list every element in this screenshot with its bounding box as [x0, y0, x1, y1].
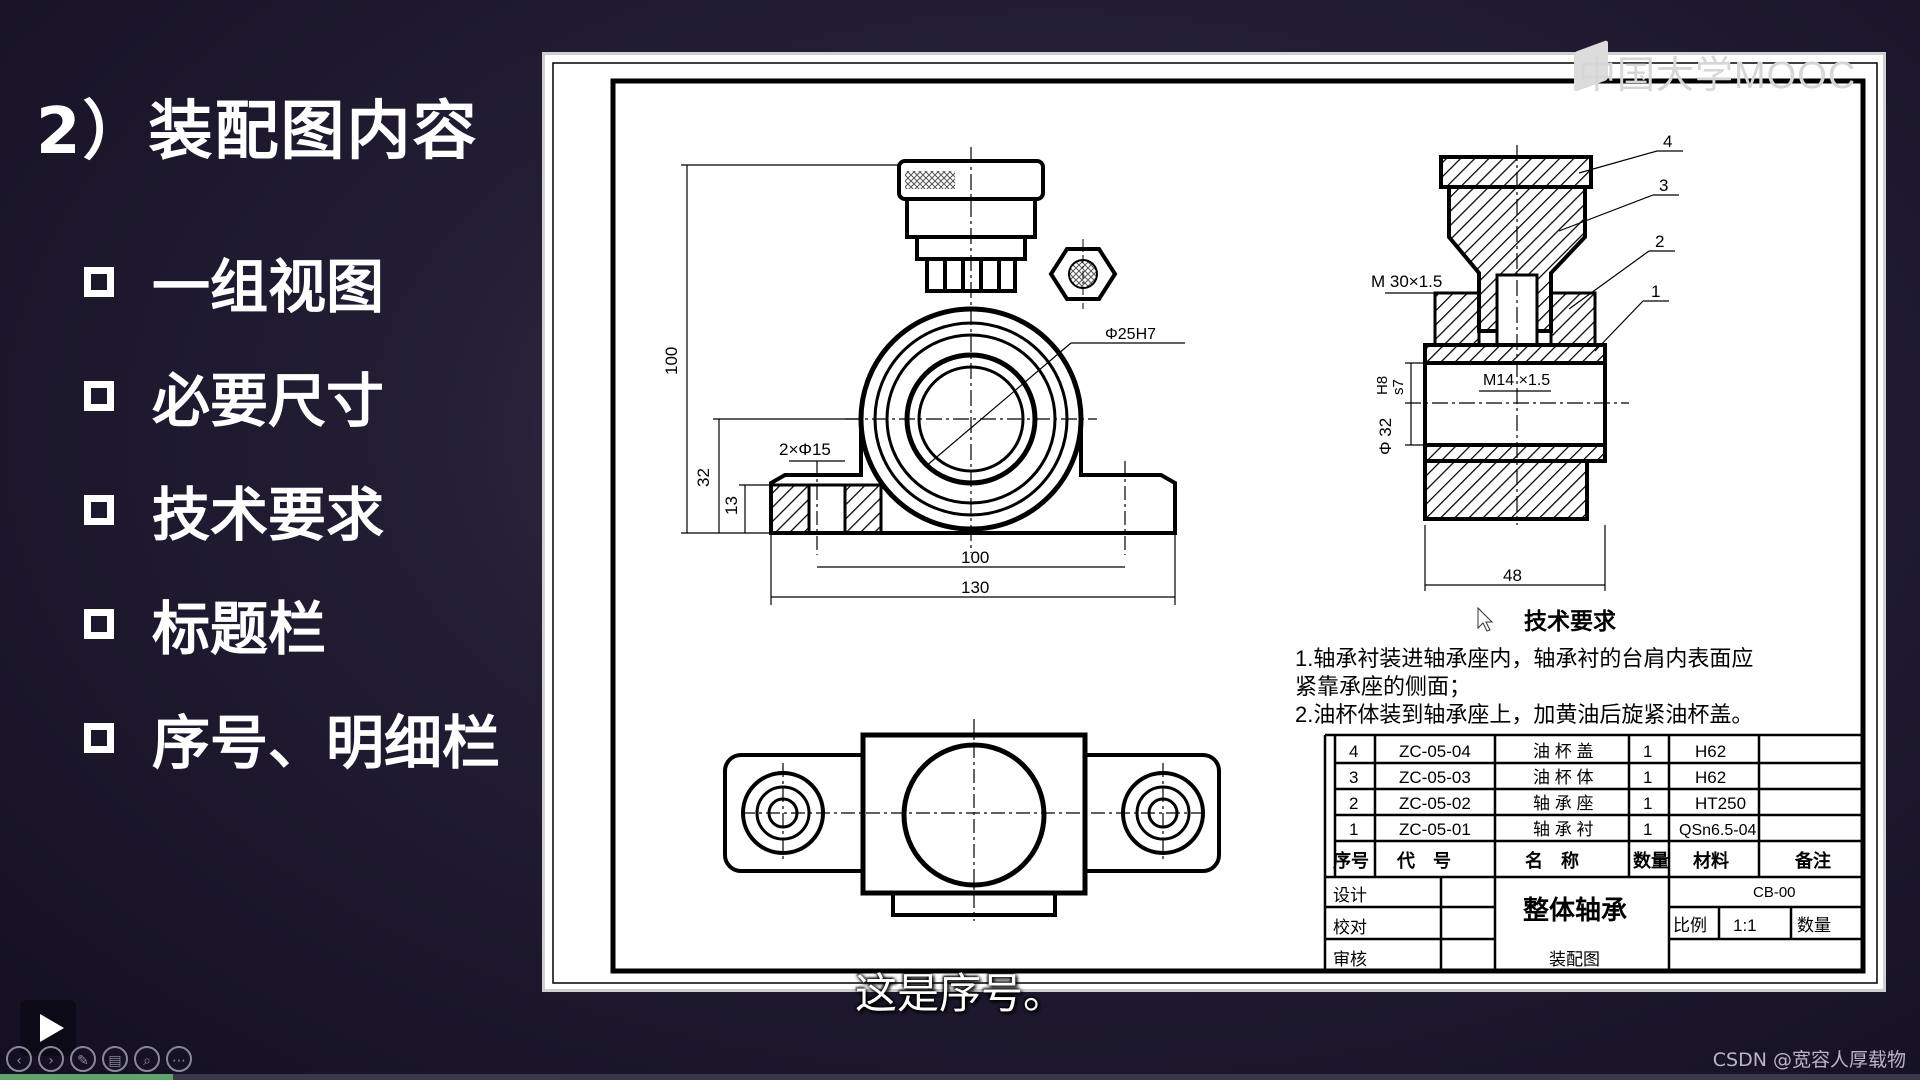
- title-block-label: 数量: [1797, 916, 1831, 935]
- tech-line: 紧靠承座的侧面；: [1295, 674, 1471, 699]
- watermark: 中国大学MOOC: [1578, 55, 1857, 97]
- title-block-label: 校对: [1333, 918, 1367, 937]
- csdn-credit: CSDN @宽容人厚载物: [1712, 1049, 1906, 1071]
- dim-label: 13: [722, 496, 741, 515]
- balloon-label: 2: [1655, 232, 1664, 251]
- side-section-view: [1385, 145, 1683, 591]
- bullet-item: 必要尺寸: [84, 354, 384, 438]
- bom-header: 名 称: [1525, 850, 1579, 871]
- play-button[interactable]: [20, 1000, 76, 1056]
- checkbox-icon: [84, 723, 114, 753]
- bullet-item: 技术要求: [84, 468, 384, 552]
- front-view: [681, 147, 1185, 605]
- bom-cell: 轴 承 座: [1533, 794, 1593, 813]
- bom-cell: ZC-05-02: [1399, 794, 1471, 813]
- bom-cell: 4: [1349, 742, 1358, 761]
- bullet-item: 标题栏: [84, 582, 326, 666]
- progress-fill: [0, 1074, 173, 1080]
- video-caption: 这是序号。: [854, 969, 1065, 1018]
- bom-cell: 油 杯 体: [1533, 768, 1593, 787]
- more-icon[interactable]: ⋯: [166, 1046, 192, 1072]
- dim-label: 130: [961, 578, 989, 597]
- bullet-label: 一组视图: [152, 253, 385, 321]
- dim-label: 100: [961, 548, 989, 567]
- balloon-label: 4: [1663, 132, 1672, 151]
- bom-cell: 2: [1349, 794, 1358, 813]
- slide-title: 2）装配图内容: [36, 95, 479, 169]
- assembly-drawing: 100 32 13 2×Φ15 Φ25H7 100 130: [542, 52, 1886, 992]
- video-progress-bar[interactable]: [0, 1074, 1920, 1080]
- bom-header: 代 号: [1396, 851, 1451, 871]
- bom-cell: 1: [1349, 820, 1358, 839]
- bom-cell: HT250: [1695, 794, 1746, 813]
- bom-rows: 4 ZC-05-04 油 杯 盖 1 H62 3 ZC-05-03 油 杯 体 …: [1333, 742, 1831, 969]
- balloon-label: 3: [1659, 176, 1668, 195]
- slideshow-toolbar: ‹ › ✎ ▤ ⌕ ⋯: [6, 1046, 192, 1072]
- bom-cell: 1: [1643, 794, 1652, 813]
- balloon-label: 1: [1651, 282, 1660, 301]
- bullet-label: 序号、明细栏: [152, 709, 501, 777]
- drawing-name: 整体轴承: [1523, 895, 1627, 925]
- bom-cell: 轴 承 衬: [1533, 820, 1593, 839]
- bom-cell: ZC-05-01: [1399, 820, 1471, 839]
- drawing-type: 装配图: [1549, 950, 1600, 969]
- dim-label: Φ25H7: [1105, 326, 1156, 343]
- zoom-icon[interactable]: ⌕: [134, 1046, 160, 1072]
- next-icon[interactable]: ›: [38, 1046, 64, 1072]
- bullet-label: 必要尺寸: [152, 367, 385, 435]
- dim-label: 32: [694, 468, 713, 487]
- top-view: [723, 719, 1221, 921]
- bom-table: [1323, 733, 1861, 971]
- bom-cell: 1: [1643, 768, 1652, 787]
- bullet-label: 标题栏: [152, 595, 327, 663]
- bom-cell: ZC-05-04: [1399, 742, 1471, 761]
- bullet-label: 技术要求: [152, 481, 385, 549]
- title-block-label: 审核: [1333, 950, 1367, 969]
- tech-requirements: 技术要求 1.轴承衬装进轴承座内，轴承衬的台肩内表面应 紧靠承座的侧面； 2.油…: [1295, 608, 1753, 727]
- tech-line: 2.油杯体装到轴承座上，加黄油后旋紧油杯盖。: [1295, 702, 1753, 727]
- pen-icon[interactable]: ✎: [70, 1046, 96, 1072]
- checkbox-icon: [84, 267, 114, 297]
- bom-header: 材料: [1693, 850, 1729, 871]
- bom-header: 数量: [1633, 850, 1669, 871]
- bullet-item: 序号、明细栏: [84, 696, 500, 780]
- bom-cell: ZC-05-03: [1399, 768, 1471, 787]
- drawing-canvas: 100 32 13 2×Φ15 Φ25H7 100 130: [552, 62, 1878, 984]
- bullet-item: 一组视图: [84, 240, 384, 324]
- bom-header: 序号: [1333, 850, 1369, 871]
- bom-cell: H62: [1695, 742, 1726, 761]
- prev-icon[interactable]: ‹: [6, 1046, 32, 1072]
- title-block-label: 比例: [1673, 916, 1707, 935]
- dim-label: Φ 32: [1376, 418, 1395, 455]
- dim-label: s7: [1390, 379, 1407, 395]
- checkbox-icon: [84, 609, 114, 639]
- drawing-code: CB-00: [1753, 884, 1796, 901]
- dim-label: 48: [1503, 566, 1522, 585]
- bom-header: 备注: [1794, 850, 1831, 871]
- tech-line: 1.轴承衬装进轴承座内，轴承衬的台肩内表面应: [1295, 646, 1753, 671]
- dim-label: 100: [662, 347, 681, 375]
- tech-title: 技术要求: [1524, 608, 1616, 634]
- bom-cell: 1: [1643, 742, 1652, 761]
- dim-label: 2×Φ15: [779, 440, 831, 459]
- title-block-value: 1:1: [1733, 916, 1757, 935]
- cursor-icon: [1477, 606, 1494, 632]
- slides-icon[interactable]: ▤: [102, 1046, 128, 1072]
- bom-cell: 1: [1643, 820, 1652, 839]
- dim-label: M14 ×1.5: [1483, 372, 1550, 389]
- bom-cell: H62: [1695, 768, 1726, 787]
- checkbox-icon: [84, 495, 114, 525]
- bom-cell: QSn6.5-04: [1679, 822, 1756, 839]
- title-block-label: 设计: [1333, 886, 1367, 905]
- checkbox-icon: [84, 381, 114, 411]
- bom-cell: 油 杯 盖: [1533, 742, 1593, 761]
- dim-label: H8: [1374, 376, 1391, 395]
- bom-cell: 3: [1349, 768, 1358, 787]
- dim-label: M 30×1.5: [1371, 272, 1442, 291]
